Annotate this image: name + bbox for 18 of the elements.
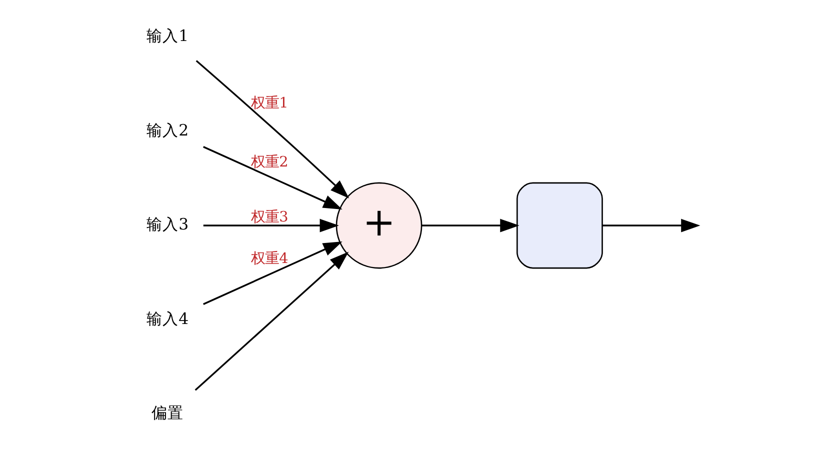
- node-circle: +: [336, 182, 422, 269]
- node-text: 输入2: [146, 120, 189, 140]
- node-text: 输入1: [146, 26, 189, 46]
- arrow: [422, 218, 520, 232]
- node-text: 输入3: [146, 214, 189, 234]
- node-text: 偏置: [152, 403, 184, 422]
- node-text: 输入4: [146, 308, 189, 328]
- arrow: [602, 218, 700, 232]
- arrow: [203, 218, 339, 232]
- node-box: [516, 182, 603, 269]
- edge-label: 权重1: [251, 95, 288, 112]
- edge-label: 权重3: [251, 209, 288, 226]
- edge-label: 权重2: [251, 154, 288, 170]
- edge-label: 权重4: [251, 251, 288, 268]
- arrow: [196, 60, 350, 198]
- arrow: [203, 146, 342, 210]
- arrow: [194, 252, 349, 391]
- arrow: [203, 241, 342, 305]
